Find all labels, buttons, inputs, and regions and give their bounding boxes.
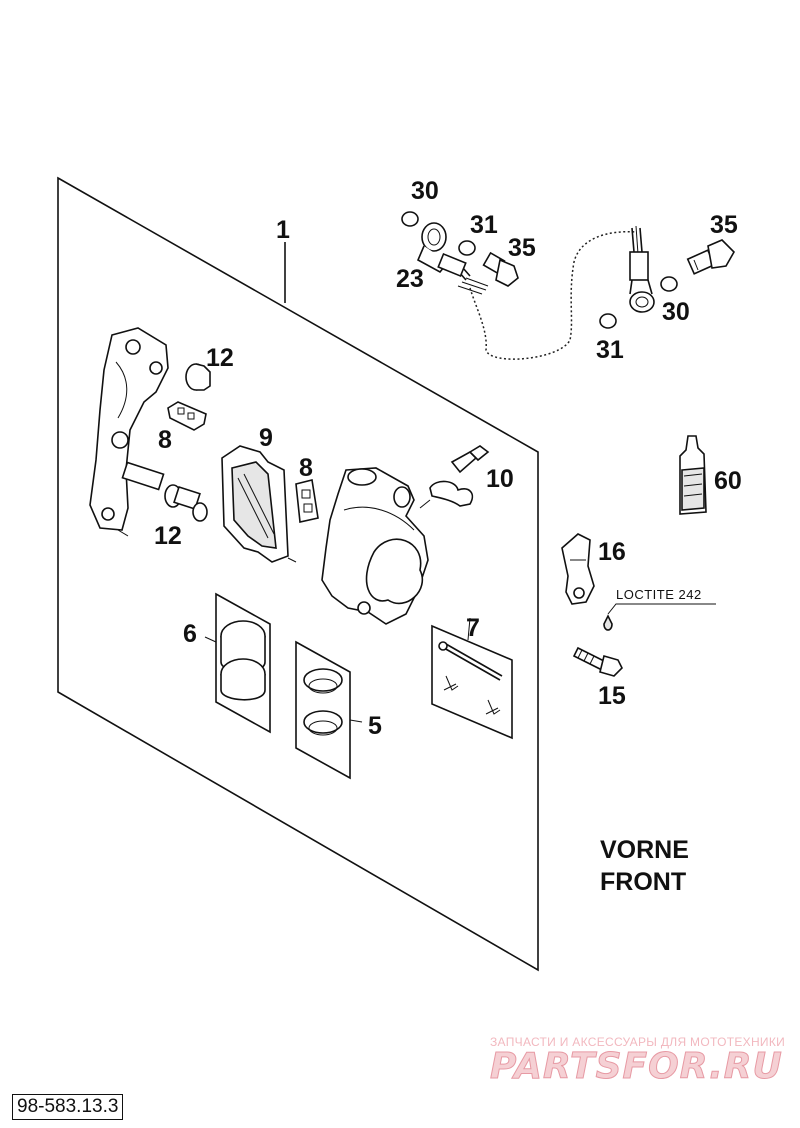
callout-8-lower: 8 <box>299 454 313 482</box>
washer-30-left <box>401 211 419 227</box>
callout-15: 15 <box>598 682 626 710</box>
washer-31-right <box>599 313 617 329</box>
guide-pin-lower <box>121 461 208 522</box>
banjo-bolt-left <box>482 251 519 287</box>
loctite-note: LOCTITE 242 <box>616 587 702 602</box>
callout-30-right: 30 <box>662 298 690 326</box>
caliper-bracket <box>89 327 169 537</box>
pad-spring-upper <box>167 401 207 431</box>
washer-30-right <box>660 276 678 292</box>
callout-7: 7 <box>466 614 480 642</box>
caliper-body <box>321 467 431 625</box>
callout-6: 6 <box>183 620 197 648</box>
callout-12-upper: 12 <box>206 344 234 372</box>
callout-1: 1 <box>276 216 290 244</box>
kit-pin-clips <box>431 617 513 740</box>
heading-front: FRONT <box>600 868 686 896</box>
bleeder-screw <box>429 445 490 507</box>
heading-vorne: VORNE <box>600 836 689 864</box>
callout-35-left: 35 <box>508 234 536 262</box>
callout-23: 23 <box>396 265 424 293</box>
callout-8-upper: 8 <box>158 426 172 454</box>
callout-31-top: 31 <box>470 211 498 239</box>
watermark-brand: PARTSFOR.RU <box>490 1046 783 1087</box>
pad-spring-lower <box>295 479 319 523</box>
callout-16: 16 <box>598 538 626 566</box>
callout-31-right: 31 <box>596 336 624 364</box>
kit-piston-seals <box>295 640 363 780</box>
callout-12-lower: 12 <box>154 522 182 550</box>
callout-60: 60 <box>714 467 742 495</box>
banjo-fitting-right <box>629 225 655 313</box>
kit-dust-boots <box>204 592 271 734</box>
callout-10: 10 <box>486 465 514 493</box>
callout-30-top: 30 <box>411 177 439 205</box>
assembly-panel <box>57 176 539 972</box>
bracket-plate <box>561 533 595 605</box>
callout-9: 9 <box>259 424 273 452</box>
washer-31-left <box>458 240 476 256</box>
watermark-tagline: ЗАПЧАСТИ И АКСЕССУАРЫ ДЛЯ МОТОТЕХНИКИ <box>490 1035 785 1049</box>
loctite-indicator <box>603 603 716 631</box>
callout-5: 5 <box>368 712 382 740</box>
threadlocker-bottle <box>679 435 707 515</box>
screw-15 <box>572 646 623 677</box>
callout-35-right: 35 <box>710 211 738 239</box>
banjo-bolt-right <box>686 239 735 275</box>
brake-pad <box>221 445 297 563</box>
banjo-fitting-left <box>416 222 467 278</box>
page-code: 98-583.13.3 <box>12 1094 124 1120</box>
bushing-upper <box>185 363 211 391</box>
